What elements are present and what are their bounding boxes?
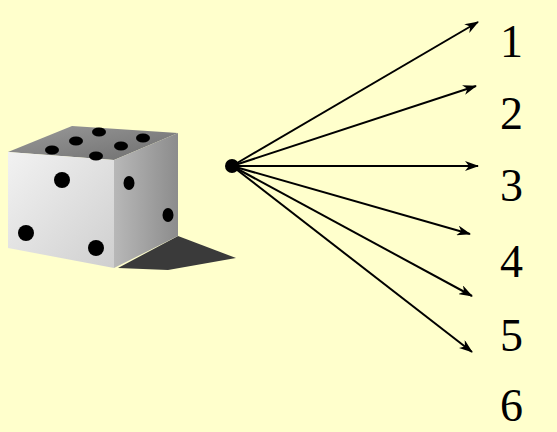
outcome-number: 2 [500, 91, 523, 137]
die-right [114, 133, 178, 268]
outcome-number: 6 [500, 383, 523, 429]
die-pips [18, 128, 174, 257]
outcome-number: 4 [500, 239, 523, 285]
die-front [8, 152, 114, 268]
outcome-arrows [232, 22, 478, 352]
branch-point [225, 159, 239, 173]
outcome-number: 3 [500, 163, 523, 209]
outcome-number: 5 [500, 313, 523, 359]
outcome-number: 1 [500, 19, 523, 65]
